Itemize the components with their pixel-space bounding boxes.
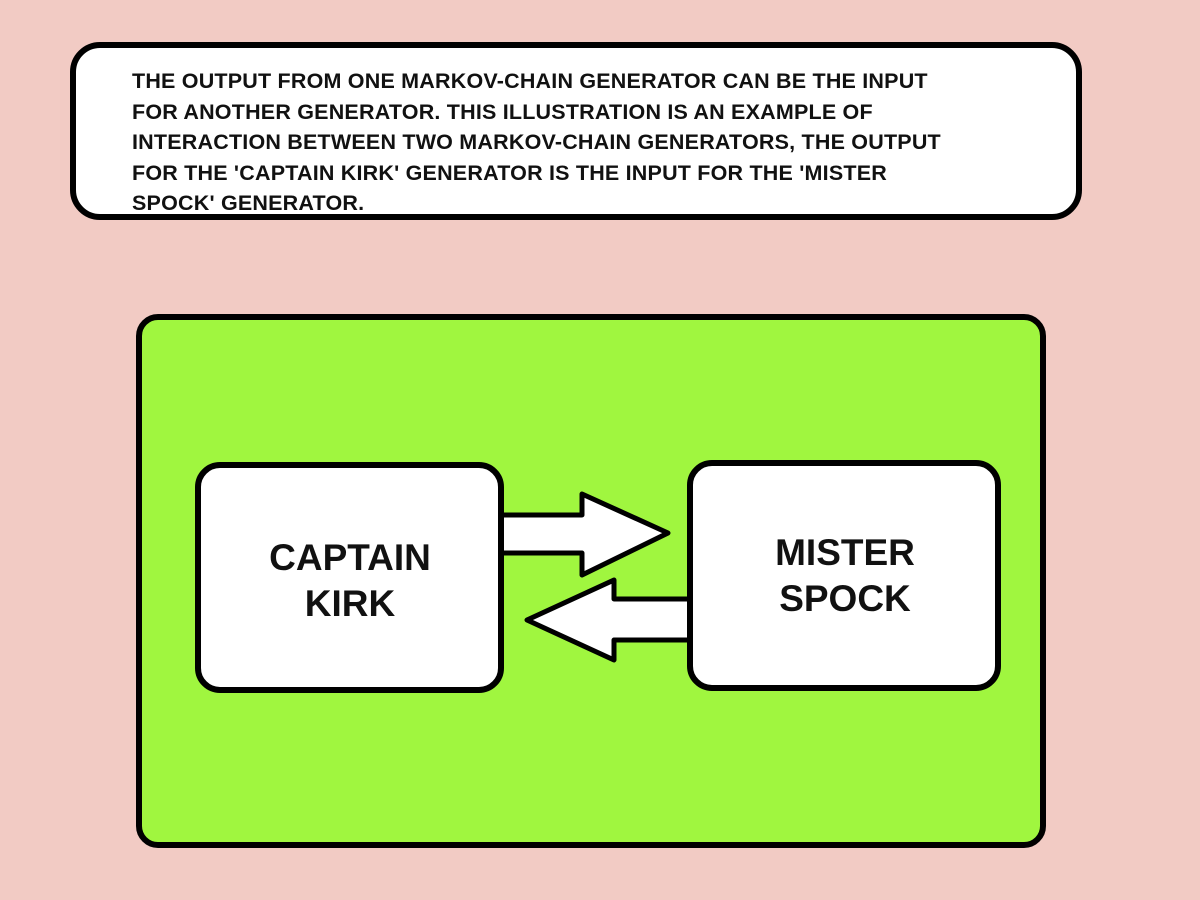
node-label-mister-spock: MISTER SPOCK bbox=[690, 530, 1000, 622]
caption-text: THE OUTPUT FROM ONE MARKOV-CHAIN GENERAT… bbox=[132, 66, 1052, 219]
node-label-line: SPOCK bbox=[779, 578, 911, 619]
node-label-line: MISTER bbox=[775, 532, 915, 573]
edge-kirk-to-spock-arrow bbox=[477, 491, 671, 578]
caption-line: INTERACTION BETWEEN TWO MARKOV-CHAIN GEN… bbox=[132, 130, 941, 154]
node-label-line: CAPTAIN bbox=[269, 537, 431, 578]
edge-spock-to-kirk-arrow bbox=[524, 577, 715, 663]
caption-line: SPOCK' GENERATOR. bbox=[132, 191, 365, 215]
caption-box: THE OUTPUT FROM ONE MARKOV-CHAIN GENERAT… bbox=[70, 42, 1082, 220]
node-box-captain-kirk bbox=[195, 462, 504, 693]
node-box-mister-spock bbox=[687, 460, 1001, 691]
caption-line: THE OUTPUT FROM ONE MARKOV-CHAIN GENERAT… bbox=[132, 69, 928, 93]
node-label-line: KIRK bbox=[304, 583, 396, 624]
node-label-captain-kirk: CAPTAIN KIRK bbox=[200, 535, 500, 627]
caption-line: FOR ANOTHER GENERATOR. THIS ILLUSTRATION… bbox=[132, 99, 873, 124]
caption-line: FOR THE 'CAPTAIN KIRK' GENERATOR IS THE … bbox=[132, 160, 887, 185]
